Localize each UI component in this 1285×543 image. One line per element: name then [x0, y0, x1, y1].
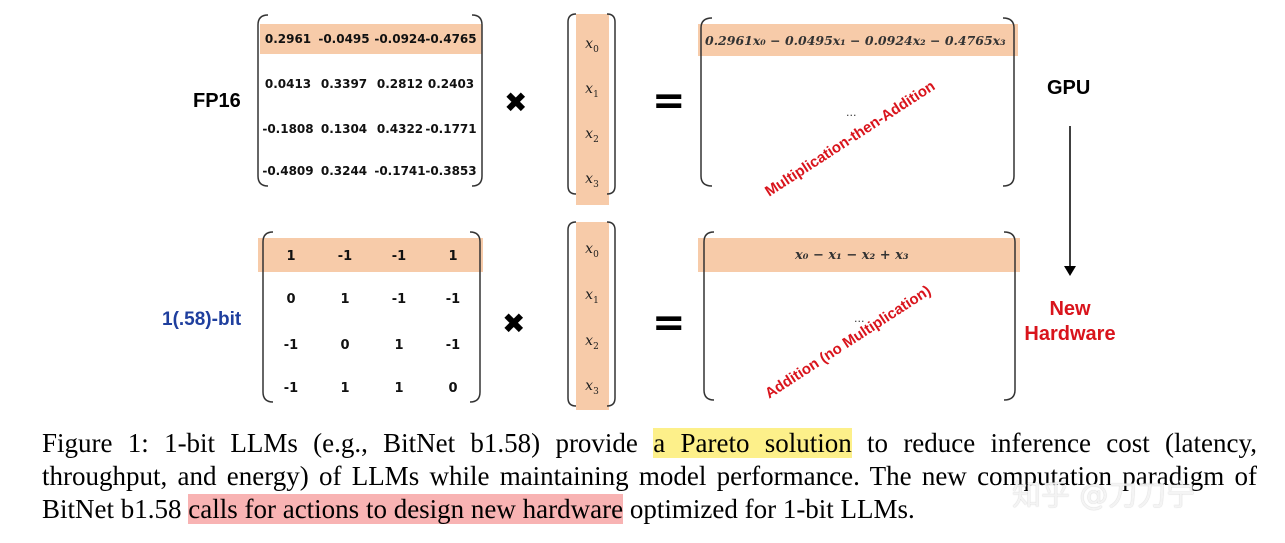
top-matrix-row-highlight	[260, 24, 482, 54]
multiply-icon: ✖	[504, 86, 528, 119]
bottom-result-ellipsis: ...	[854, 312, 865, 325]
ternary-label: 1(.58)-bit	[162, 309, 242, 330]
bottom-cell: -1	[283, 338, 299, 353]
caption-part-2: to reduce inference cost (latency, throu…	[42, 428, 1257, 524]
multiply-icon: ✖	[502, 307, 526, 340]
bottom-result-highlight	[698, 238, 1020, 272]
figure-caption: Figure 1: 1-bit LLMs (e.g., BitNet b1.58…	[42, 427, 1257, 526]
top-cell: -0.1808	[262, 122, 314, 136]
down-arrow-head	[1064, 266, 1076, 276]
top-cell: -0.4809	[262, 164, 314, 178]
caption-part-3: optimized for 1-bit LLMs.	[623, 494, 915, 524]
top-cell: 0.4322	[376, 122, 424, 136]
top-cell: -0.3853	[425, 164, 477, 178]
equals-icon: =	[652, 78, 686, 124]
gpu-label: GPU	[1047, 77, 1091, 99]
bottom-cell: 0	[448, 381, 458, 396]
bottom-cell: 1	[286, 249, 296, 264]
vector-entry: x0	[585, 36, 599, 55]
top-result-highlight	[698, 24, 1018, 56]
top-vector-highlight	[576, 14, 609, 205]
bottom-cell: 1	[340, 292, 350, 307]
bottom-result-equation: x₀ − x₁ − x₂ + x₃	[795, 248, 909, 263]
top-cell: 0.2812	[376, 77, 424, 91]
bottom-cell: -1	[337, 249, 353, 264]
bottom-cell: 0	[340, 338, 350, 353]
new-hardware-label-1: New	[1049, 298, 1091, 320]
bottom-cell: -1	[391, 249, 407, 264]
top-result-ellipsis: ...	[846, 106, 857, 119]
bottom-cell: -1	[445, 338, 461, 353]
bottom-cell: 1	[394, 381, 404, 396]
caption-highlight-hardware: calls for actions to design new hardware	[188, 494, 624, 524]
caption-part-1: Figure 1: 1-bit LLMs (e.g., BitNet b1.58…	[42, 428, 654, 458]
vector-entry: x0	[585, 241, 599, 260]
caption-highlight-pareto: a Pareto solution	[653, 428, 852, 458]
bottom-vector-highlight	[576, 222, 609, 410]
bottom-cell: -1	[445, 292, 461, 307]
top-cell: 0.0413	[264, 77, 312, 91]
top-cell: -0.0495	[318, 32, 370, 46]
top-cell: -0.4765	[425, 32, 477, 46]
top-cell: -0.0924	[374, 32, 426, 46]
bottom-cell: 1	[448, 249, 458, 264]
top-result-equation: 0.2961x₀ − 0.0495x₁ − 0.0924x₂ − 0.4765x…	[705, 33, 1006, 48]
vector-entry: x1	[585, 81, 599, 100]
top-cell: -0.1741	[374, 164, 426, 178]
fp16-label: FP16	[193, 90, 241, 112]
equals-icon: =	[652, 300, 686, 346]
vector-entry: x3	[585, 378, 599, 397]
top-cell: 0.3244	[320, 164, 368, 178]
bottom-matrix-row-highlight	[258, 238, 483, 272]
top-cell: 0.2403	[427, 77, 475, 91]
vector-entry: x2	[585, 333, 599, 352]
vector-entry: x3	[585, 171, 599, 190]
bottom-cell: 1	[340, 381, 350, 396]
bottom-cell: 1	[394, 338, 404, 353]
bottom-cell: 0	[286, 292, 296, 307]
top-cell: 0.3397	[320, 77, 368, 91]
top-cell: -0.1771	[425, 122, 477, 136]
vector-entry: x1	[585, 287, 599, 306]
watermark: 知乎 @刀刀宁	[1012, 478, 1196, 512]
vector-entry: x2	[585, 126, 599, 145]
new-hardware-label-2: Hardware	[1024, 323, 1116, 345]
bottom-cell: -1	[283, 381, 299, 396]
top-cell: 0.1304	[320, 122, 368, 136]
top-cell: 0.2961	[264, 32, 312, 46]
matrix-brackets	[257, 13, 1076, 407]
bottom-cell: -1	[391, 292, 407, 307]
